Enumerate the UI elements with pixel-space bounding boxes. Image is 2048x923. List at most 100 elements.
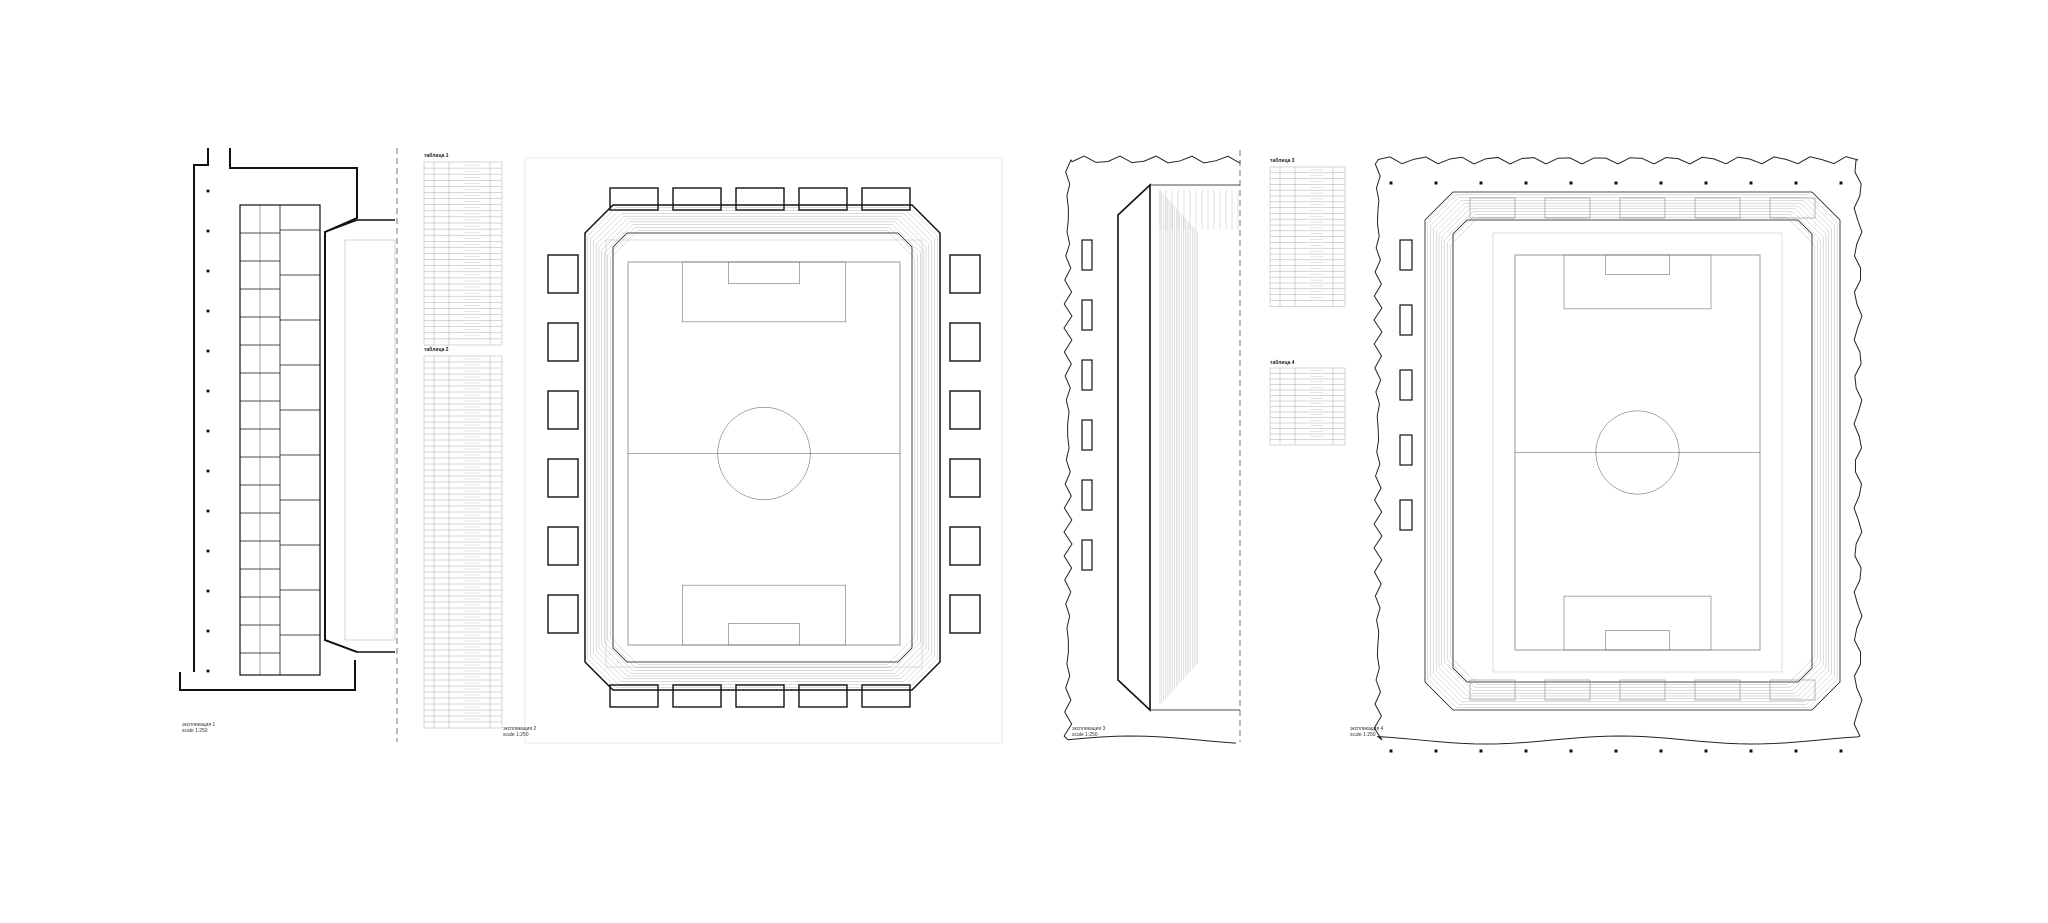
stand-outline bbox=[1424, 191, 1841, 711]
core-block bbox=[861, 684, 911, 708]
seat-row bbox=[593, 213, 932, 682]
stand-inner bbox=[612, 232, 913, 663]
stair-core bbox=[1081, 299, 1093, 331]
seat-row bbox=[1430, 197, 1835, 705]
seat-row bbox=[1436, 203, 1829, 699]
stair-core bbox=[1081, 479, 1093, 511]
column bbox=[1524, 181, 1528, 185]
stand-block bbox=[1619, 679, 1666, 701]
core-block-east bbox=[949, 322, 981, 362]
core-block-east bbox=[949, 458, 981, 498]
track bbox=[1492, 232, 1783, 673]
stair-core bbox=[1399, 434, 1413, 466]
schedule-table bbox=[1269, 166, 1346, 307]
stand-block bbox=[1694, 197, 1741, 219]
center-circle bbox=[1595, 410, 1680, 495]
column bbox=[206, 589, 210, 593]
facade-wall bbox=[1117, 183, 1151, 712]
plan-level-1 bbox=[179, 148, 396, 691]
stair-core bbox=[1081, 539, 1093, 571]
seat-row bbox=[610, 230, 915, 665]
core-block-west bbox=[547, 254, 579, 294]
column bbox=[206, 389, 210, 393]
column bbox=[1389, 749, 1393, 753]
column bbox=[1704, 749, 1708, 753]
penalty-box-bottom bbox=[682, 584, 846, 646]
column bbox=[1479, 181, 1483, 185]
core-block bbox=[672, 187, 722, 211]
stand-outline bbox=[584, 204, 941, 691]
seat-row bbox=[598, 218, 927, 677]
column bbox=[206, 349, 210, 353]
goal-area-bottom bbox=[1605, 630, 1670, 651]
column bbox=[206, 669, 210, 673]
schedules bbox=[423, 161, 1346, 729]
sheet-1-title: экспликация 1 bbox=[182, 722, 216, 728]
plan-level-3 bbox=[1063, 155, 1241, 744]
core-block bbox=[609, 187, 659, 211]
column bbox=[1479, 749, 1483, 753]
goal-area-top bbox=[728, 261, 800, 285]
column bbox=[1614, 181, 1618, 185]
stair-core bbox=[1399, 369, 1413, 401]
schedule-table bbox=[1269, 367, 1346, 446]
table-3-title: таблица 3 bbox=[1270, 158, 1295, 164]
plan-level-2 bbox=[524, 157, 1003, 744]
sheet-4-title: экспликация 4 bbox=[1350, 726, 1384, 732]
column bbox=[206, 429, 210, 433]
column bbox=[206, 509, 210, 513]
seat-row bbox=[1438, 205, 1827, 697]
stair-core bbox=[1399, 239, 1413, 271]
core-block bbox=[735, 187, 785, 211]
stand-block bbox=[1769, 679, 1816, 701]
table-2-title: таблица 2 bbox=[424, 347, 449, 353]
core-block bbox=[798, 684, 848, 708]
seat-row bbox=[590, 210, 935, 685]
column bbox=[206, 229, 210, 233]
column bbox=[1749, 181, 1753, 185]
seat-row bbox=[1441, 208, 1824, 694]
center-circle bbox=[717, 407, 811, 500]
sheet-2-title: экспликация 2 bbox=[503, 726, 537, 732]
goal-area-bottom bbox=[728, 622, 800, 646]
core-block-west bbox=[547, 458, 579, 498]
penalty-box-bottom bbox=[1563, 595, 1712, 651]
track bbox=[605, 239, 923, 668]
goal-area-top bbox=[1605, 254, 1670, 275]
column bbox=[1704, 181, 1708, 185]
core-block-east bbox=[949, 594, 981, 634]
column bbox=[1839, 749, 1843, 753]
core-block bbox=[735, 684, 785, 708]
column bbox=[1794, 181, 1798, 185]
sheet-1-scale: scale 1:250 bbox=[182, 728, 208, 734]
penalty-box-top bbox=[682, 261, 846, 323]
table-4-title: таблица 4 bbox=[1270, 360, 1295, 366]
column bbox=[1839, 181, 1843, 185]
schedule-table bbox=[423, 355, 503, 729]
table-1-title: таблица 1 bbox=[424, 153, 449, 159]
column bbox=[1434, 749, 1438, 753]
stand-block bbox=[1544, 197, 1591, 219]
seat-row bbox=[1447, 214, 1818, 688]
column bbox=[206, 309, 210, 313]
core-block bbox=[672, 684, 722, 708]
stand-block bbox=[1469, 197, 1516, 219]
seat-row bbox=[607, 227, 918, 668]
column bbox=[1569, 749, 1573, 753]
column bbox=[206, 549, 210, 553]
column bbox=[1524, 749, 1528, 753]
stand-inner bbox=[1452, 219, 1813, 683]
plan-level-4 bbox=[1373, 156, 1863, 753]
stand-block bbox=[1694, 679, 1741, 701]
core-block-east bbox=[949, 526, 981, 566]
column bbox=[206, 189, 210, 193]
core-block bbox=[609, 684, 659, 708]
core-block-east bbox=[949, 254, 981, 294]
stand-block bbox=[1619, 197, 1666, 219]
column bbox=[1389, 181, 1393, 185]
stand-block bbox=[1544, 679, 1591, 701]
